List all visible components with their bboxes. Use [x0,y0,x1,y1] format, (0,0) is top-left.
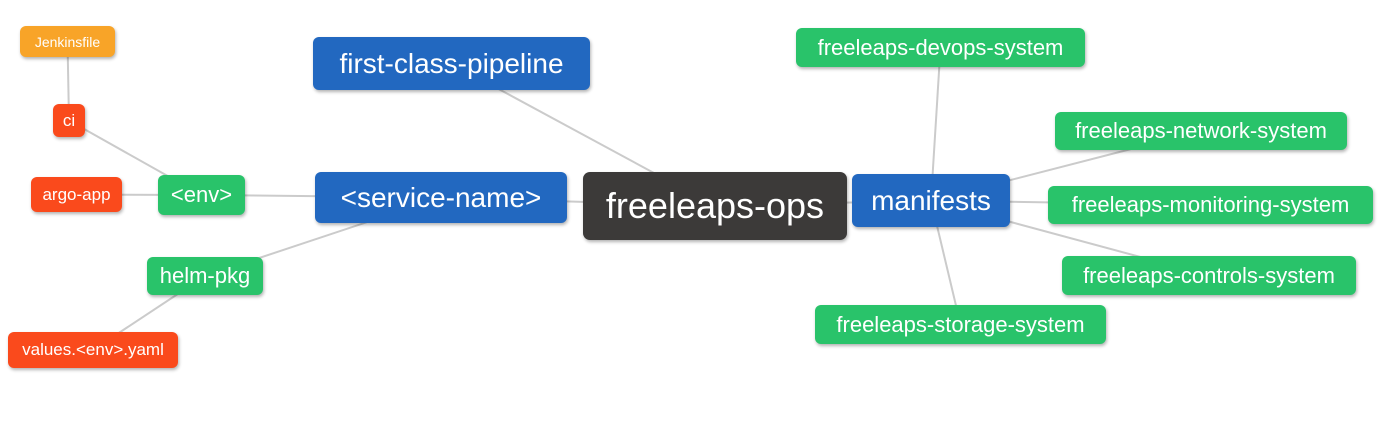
node-freeleaps-devops-system[interactable]: freeleaps-devops-system [796,28,1085,67]
node-jenkinsfile[interactable]: Jenkinsfile [20,26,115,57]
node-service-name[interactable]: <service-name> [315,172,567,223]
node-helm-pkg[interactable]: helm-pkg [147,257,263,295]
node-env[interactable]: <env> [158,175,245,215]
node-argo-app[interactable]: argo-app [31,177,122,212]
node-freeleaps-ops-root[interactable]: freeleaps-ops [583,172,847,240]
node-freeleaps-monitoring-system[interactable]: freeleaps-monitoring-system [1048,186,1373,224]
node-freeleaps-network-system[interactable]: freeleaps-network-system [1055,112,1347,150]
node-freeleaps-storage-system[interactable]: freeleaps-storage-system [815,305,1106,344]
node-first-class-pipeline[interactable]: first-class-pipeline [313,37,590,90]
node-manifests[interactable]: manifests [852,174,1010,227]
node-freeleaps-controls-system[interactable]: freeleaps-controls-system [1062,256,1356,295]
node-ci[interactable]: ci [53,104,85,137]
node-values-env-yaml[interactable]: values.<env>.yaml [8,332,178,368]
